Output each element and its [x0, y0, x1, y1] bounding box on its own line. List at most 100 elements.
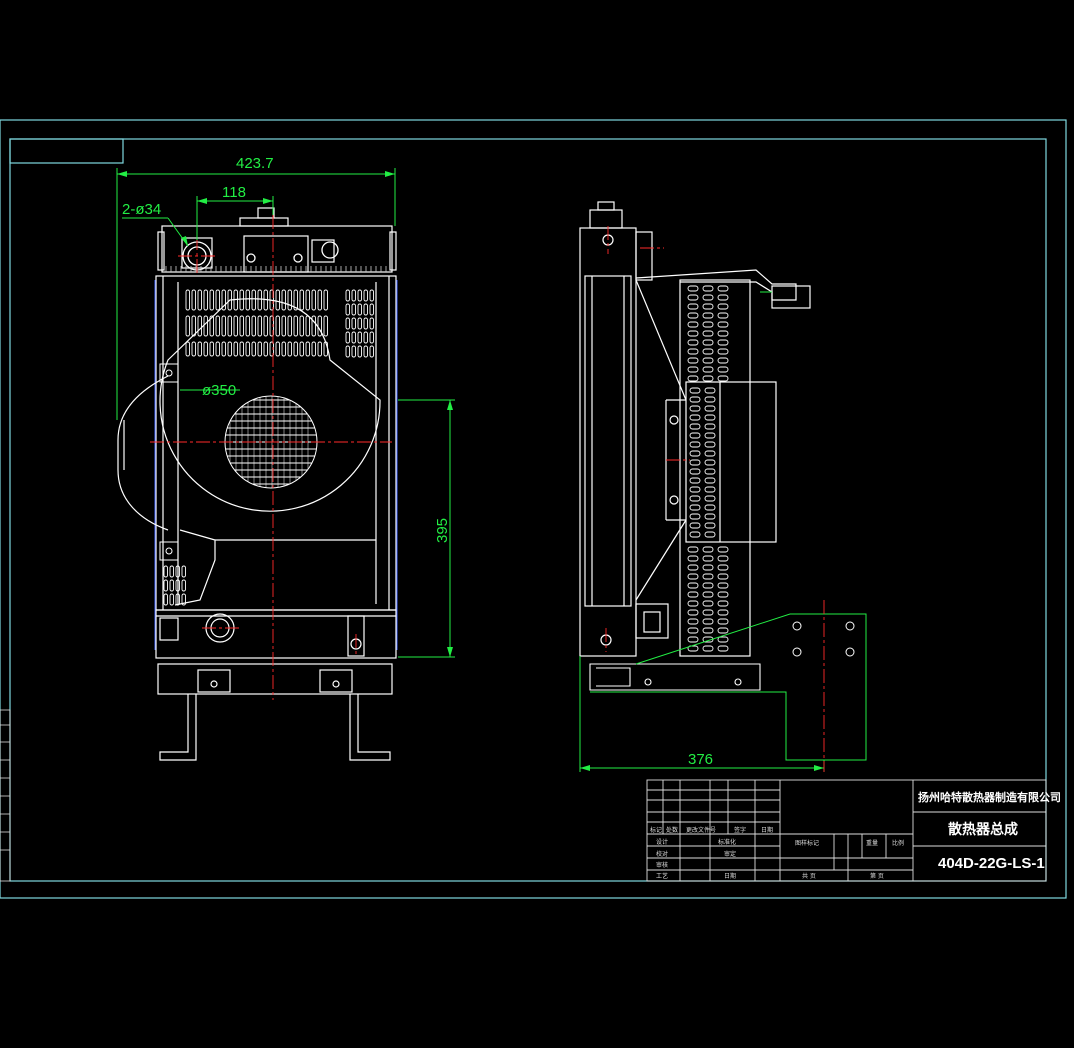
side-louver-slot [689, 531, 701, 538]
louver-slot [299, 315, 304, 337]
louver-slot [191, 289, 196, 311]
louver-slot [203, 289, 208, 311]
side-louver-slot [717, 609, 729, 616]
dimension-lines-front [116, 168, 455, 658]
side-louver-slot [704, 459, 716, 466]
side-louver-slot [704, 522, 716, 529]
side-louver-slot [717, 618, 729, 625]
side-louver-slot [704, 405, 716, 412]
louver-slot [351, 317, 356, 330]
louver-slot [323, 289, 328, 311]
bottom-tank [155, 609, 397, 659]
side-bracket-holes [792, 621, 855, 657]
side-louver-slot [717, 555, 729, 562]
louver-slot [357, 289, 362, 302]
side-louver-slot [689, 522, 701, 529]
louver-slot [169, 593, 174, 606]
side-louver-slot [717, 573, 729, 580]
centerlines-side [605, 226, 825, 772]
louver-slot [197, 341, 202, 357]
louver-slot [245, 289, 250, 311]
centerlines-front [150, 215, 392, 700]
title-block: 扬州哈特散热器制造有限公司 散热器总成 404D-22G-LS-1 标记 处数 … [646, 779, 1061, 882]
cell-standardize: 标准化 [718, 838, 736, 846]
louver-slot [287, 341, 292, 357]
side-louver-slot [702, 555, 714, 562]
louver-slot [275, 289, 280, 311]
louver-slot [197, 289, 202, 311]
louver-slot [345, 317, 350, 330]
louver-slot [239, 341, 244, 357]
drawing-title: 散热器总成 [948, 821, 1018, 838]
side-louver-slot [702, 573, 714, 580]
side-louver-slot [689, 504, 701, 511]
side-louver-slot [689, 459, 701, 466]
louver-slot [233, 341, 238, 357]
louver-slot [245, 341, 250, 357]
side-louver-slot [717, 294, 729, 301]
side-louver-slot [702, 348, 714, 355]
side-louver-slot [687, 357, 699, 364]
side-bracket-dim [579, 291, 867, 772]
side-louver-slot [717, 564, 729, 571]
louver-slot [363, 289, 368, 302]
side-louver-slot [717, 321, 729, 328]
side-louver-slot [689, 423, 701, 430]
left-edge-table [0, 709, 11, 882]
side-louver-slot [717, 627, 729, 634]
louver-slot [351, 289, 356, 302]
cell-check: 校对 [656, 850, 668, 858]
louver-slot [311, 289, 316, 311]
louver-slot [181, 565, 186, 578]
side-louver-slot [702, 645, 714, 652]
cell-weight: 重量 [866, 839, 878, 847]
side-louver-slot [717, 285, 729, 292]
louver-slot [215, 341, 220, 357]
louver-slot [185, 289, 190, 311]
side-louver-slot [687, 636, 699, 643]
louver-slot [197, 315, 202, 337]
louver-slot [233, 315, 238, 337]
cell-mark: 标记 [650, 826, 662, 834]
louver-slot [181, 579, 186, 592]
side-louver-slot [702, 321, 714, 328]
side-louver-slot [687, 375, 699, 382]
side-louver-slot [689, 495, 701, 502]
side-louver-slot [689, 387, 701, 394]
cell-sheet-no: 第 页 [870, 872, 884, 880]
side-louver-slot [687, 294, 699, 301]
cell-doc-no: 更改文件号 [686, 826, 716, 834]
louver-slot [191, 341, 196, 357]
cell-date2: 日期 [724, 872, 736, 880]
side-louver-slot [687, 591, 699, 598]
side-louver-slot [702, 582, 714, 589]
side-louver-slot [704, 495, 716, 502]
louver-slot [251, 289, 256, 311]
side-louver-slot [717, 582, 729, 589]
hidden-lines-front [154, 280, 398, 650]
louver-slot [251, 315, 256, 337]
side-louver-slot [717, 330, 729, 337]
louver-slot [281, 289, 286, 311]
side-louver-slot [704, 486, 716, 493]
side-arrows [580, 765, 824, 771]
dim-fan-height: 395 [434, 518, 451, 543]
louver-slot [293, 341, 298, 357]
louver-slot [191, 315, 196, 337]
side-louver-slot [689, 414, 701, 421]
louver-slot [323, 315, 328, 337]
side-louver-slot [702, 600, 714, 607]
louver-slot [363, 345, 368, 358]
side-louver-slot [702, 564, 714, 571]
louver-slot [363, 331, 368, 344]
louver-slot [287, 315, 292, 337]
louver-slot [351, 331, 356, 344]
louver-slot [369, 331, 374, 344]
side-louver-slot [689, 477, 701, 484]
louver-slot [369, 303, 374, 316]
side-louver-slot [687, 546, 699, 553]
side-louver-slot [687, 366, 699, 373]
side-louver-slot [687, 600, 699, 607]
louver-slot [305, 289, 310, 311]
